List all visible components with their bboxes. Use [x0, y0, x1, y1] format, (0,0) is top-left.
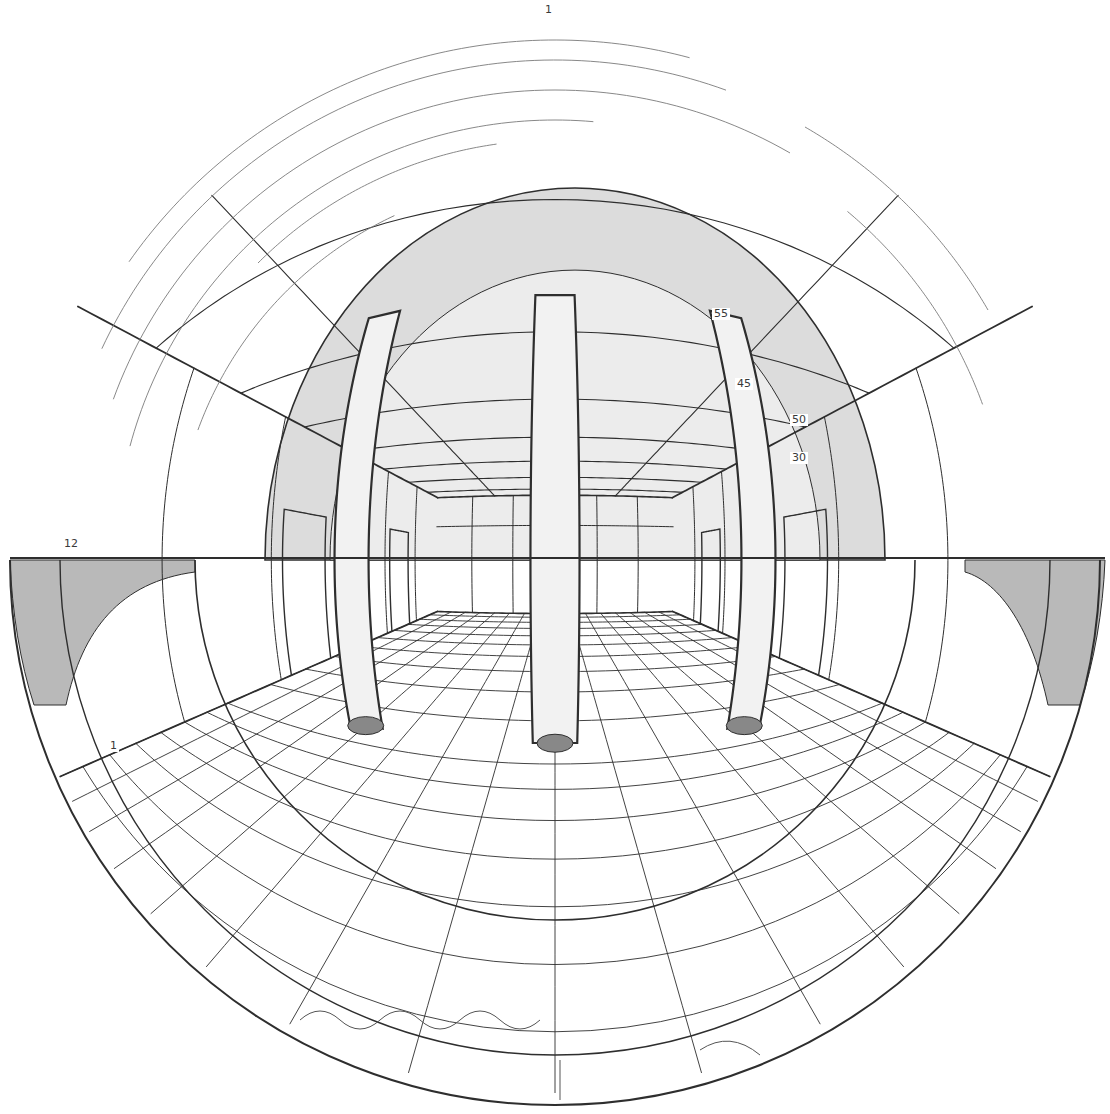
wall-panel	[271, 417, 285, 680]
sketch-number: 1	[108, 740, 119, 752]
column-base	[537, 734, 573, 752]
wall-panel	[385, 472, 389, 634]
column-shaft	[530, 295, 579, 743]
column	[335, 311, 401, 735]
lens-ring	[60, 560, 1050, 1055]
column	[530, 295, 579, 752]
construction-arc	[847, 211, 982, 404]
end-wall-panel	[596, 496, 597, 614]
sketch-number: 30	[790, 452, 808, 464]
wall-edge	[673, 611, 1050, 776]
lens-outline	[10, 560, 1100, 1105]
construction-arc	[129, 40, 690, 262]
sketch-number: 12	[62, 538, 80, 550]
floor-grid	[185, 722, 926, 821]
floor-grid	[409, 614, 540, 1073]
construction-arc	[198, 216, 394, 430]
floor-grid	[110, 755, 1000, 965]
floor-grid	[83, 767, 1027, 1032]
floor-grid	[90, 612, 466, 831]
side-door	[700, 529, 720, 631]
sketch-number: 1	[543, 4, 554, 16]
construction-arc	[113, 90, 790, 399]
side-door	[283, 509, 331, 675]
wall-panel	[721, 472, 725, 634]
end-wall-panel	[637, 496, 639, 612]
floor-grid	[645, 612, 1021, 831]
floor-grid	[290, 613, 525, 1023]
column-shaft	[335, 311, 401, 729]
end-wall-panel	[512, 496, 513, 614]
floor-grid	[161, 732, 949, 859]
corridor-scene	[60, 195, 1050, 1092]
floor-grid	[673, 611, 1050, 776]
sketch-scribble	[300, 1011, 760, 1100]
construction-arc	[258, 144, 497, 263]
lens-ring	[195, 560, 915, 920]
wall-panel	[415, 487, 417, 621]
floor-grid	[659, 612, 1038, 801]
side-door	[779, 509, 827, 675]
sketch-number: 55	[712, 308, 730, 320]
end-wall-panel	[471, 496, 473, 612]
wall-panel	[916, 368, 948, 722]
side-door	[390, 529, 410, 631]
column	[710, 311, 776, 735]
column-base	[726, 717, 762, 735]
floor-grid	[72, 612, 451, 801]
floor-grid	[60, 611, 437, 776]
floor-grid	[151, 613, 494, 914]
construction-arc	[805, 127, 988, 310]
sketch-number: 45	[735, 378, 753, 390]
floor-grid	[570, 614, 701, 1073]
wall-panel	[693, 487, 695, 621]
column-base	[348, 717, 384, 735]
column-shaft	[710, 311, 776, 729]
wall-panel	[162, 368, 194, 722]
construction-arc	[102, 60, 726, 349]
sketch-number: 50	[790, 414, 808, 426]
horizon-line	[10, 557, 1105, 559]
wall-edge	[60, 611, 437, 776]
floor-grid	[616, 613, 959, 914]
side-shade	[10, 560, 195, 705]
wall-panel	[824, 417, 838, 680]
construction-arc	[130, 120, 593, 446]
